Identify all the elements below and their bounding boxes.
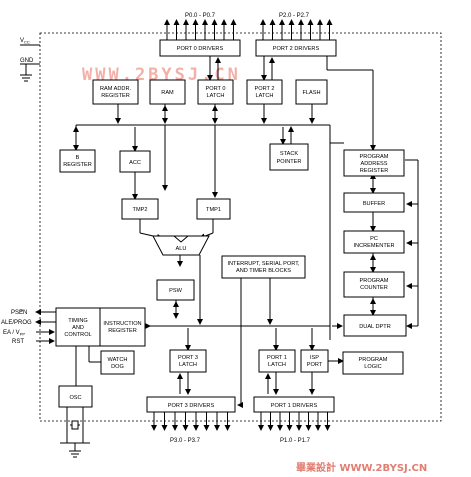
svg-text:ALU: ALU <box>176 246 187 252</box>
footer-watermark: 畢業設計 WWW.2BYSJ.CN <box>296 461 427 474</box>
svg-text:PORT 2: PORT 2 <box>254 86 274 92</box>
port1-latch: PORT 1 LATCH <box>258 349 296 373</box>
pc-incrementer: PC INCREMENTER <box>343 230 405 254</box>
ram-addr-register: RAM ADDR. REGISTER <box>92 79 139 105</box>
svg-text:PORT 0 DRIVERS: PORT 0 DRIVERS <box>177 46 224 52</box>
stack-pointer: STACK POINTER <box>269 143 309 171</box>
svg-text:AND: AND <box>72 325 84 331</box>
alu: ALU <box>152 235 210 256</box>
svg-text:PORT 0: PORT 0 <box>205 86 225 92</box>
svg-text:PROGRAM: PROGRAM <box>360 154 389 160</box>
b-register: B REGISTER <box>59 149 96 173</box>
svg-text:ADDRESS: ADDRESS <box>360 161 387 167</box>
tmp2: TMP2 <box>121 198 159 220</box>
ale-prog-pin-label: ALE/PROG <box>1 320 32 326</box>
flash: FLASH <box>295 79 328 105</box>
gnd-pin-label: GND <box>20 58 34 64</box>
dual-dptr: DUAL DPTR <box>343 314 407 337</box>
wiring <box>20 19 419 458</box>
svg-text:COUNTER: COUNTER <box>360 285 388 291</box>
tmp1: TMP1 <box>196 198 231 220</box>
svg-text:PORT 1 DRIVERS: PORT 1 DRIVERS <box>271 403 318 409</box>
p0-bus-label: P0.0 - P0.7 <box>185 13 216 19</box>
svg-text:PORT 3 DRIVERS: PORT 3 DRIVERS <box>168 403 215 409</box>
svg-text:ISP: ISP <box>310 355 319 361</box>
psw: PSW <box>156 279 195 301</box>
buffer: BUFFER <box>343 192 405 213</box>
isp-port: ISP PORT <box>300 349 329 373</box>
instruction-register: INSTRUCTION REGISTER <box>99 307 146 347</box>
svg-text:TIMING: TIMING <box>68 318 88 324</box>
svg-text:PORT 2 DRIVERS: PORT 2 DRIVERS <box>273 46 320 52</box>
interrupt-serial-timer-blocks: INTERRUPT, SERIAL PORT, AND TIMER BLOCKS <box>221 255 306 279</box>
ea-vpp-pin-label: EA / VPP <box>3 330 25 337</box>
program-counter: PROGRAM COUNTER <box>343 271 405 298</box>
svg-text:REGISTER: REGISTER <box>63 162 92 168</box>
acc: ACC <box>119 150 151 173</box>
svg-text:FLASH: FLASH <box>302 90 320 96</box>
ram: RAM <box>149 79 186 105</box>
svg-text:WATCH: WATCH <box>108 357 128 363</box>
svg-text:OSC: OSC <box>69 395 81 401</box>
svg-text:PORT 1: PORT 1 <box>267 355 287 361</box>
svg-text:DOG: DOG <box>111 364 124 370</box>
svg-text:PROGRAM: PROGRAM <box>360 278 389 284</box>
svg-text:RAM ADDR.: RAM ADDR. <box>100 86 132 92</box>
svg-text:RAM: RAM <box>161 90 174 96</box>
svg-text:INTERRUPT, SERIAL PORT,: INTERRUPT, SERIAL PORT, <box>227 261 300 267</box>
svg-text:B: B <box>76 155 80 161</box>
program-address-register: PROGRAM ADDRESS REGISTER <box>343 149 405 177</box>
svg-text:INCREMENTER: INCREMENTER <box>353 243 394 249</box>
port3-latch: PORT 3 LATCH <box>169 349 207 373</box>
svg-text:LATCH: LATCH <box>179 362 197 368</box>
svg-text:REGISTER: REGISTER <box>108 328 137 334</box>
vcc-pin-label: VCC <box>20 38 30 45</box>
svg-text:LOGIC: LOGIC <box>364 364 381 370</box>
svg-text:PORT: PORT <box>307 362 323 368</box>
port2-latch: PORT 2 LATCH <box>246 79 283 105</box>
svg-text:TMP1: TMP1 <box>206 207 221 213</box>
port3-drivers: PORT 3 DRIVERS <box>146 396 236 413</box>
svg-text:INSTRUCTION: INSTRUCTION <box>103 321 141 327</box>
p2-bus-label: P2.0 - P2.7 <box>279 13 310 19</box>
port0-drivers: PORT 0 DRIVERS <box>159 39 241 57</box>
svg-text:TMP2: TMP2 <box>133 207 148 213</box>
svg-text:AND TIMER BLOCKS: AND TIMER BLOCKS <box>236 268 291 274</box>
osc: OSC <box>58 385 93 408</box>
timing-and-control: TIMING AND CONTROL <box>55 307 101 347</box>
watch-dog: WATCH DOG <box>100 350 135 375</box>
psen-pin-label: PSEN <box>11 310 27 316</box>
chip-outline <box>39 32 442 422</box>
svg-text:REGISTER: REGISTER <box>101 93 130 99</box>
svg-text:REGISTER: REGISTER <box>360 168 389 174</box>
svg-text:BUFFER: BUFFER <box>363 201 385 207</box>
svg-text:PSW: PSW <box>169 288 182 294</box>
svg-text:PC: PC <box>370 236 378 242</box>
svg-text:LATCH: LATCH <box>268 362 286 368</box>
svg-text:PORT 3: PORT 3 <box>178 355 198 361</box>
port0-latch: PORT 0 LATCH <box>197 79 234 105</box>
port2-drivers: PORT 2 DRIVERS <box>255 39 337 57</box>
rst-pin-label: RST <box>12 339 24 345</box>
svg-text:LATCH: LATCH <box>256 93 274 99</box>
program-logic: PROGRAM LOGIC <box>342 351 404 375</box>
svg-text:PROGRAM: PROGRAM <box>359 357 388 363</box>
svg-text:CONTROL: CONTROL <box>64 332 91 338</box>
svg-text:STACK: STACK <box>280 151 299 157</box>
svg-text:DUAL DPTR: DUAL DPTR <box>359 324 391 330</box>
p1-bus-label: P1.0 - P1.7 <box>280 438 311 444</box>
svg-text:POINTER: POINTER <box>277 159 302 165</box>
p3-bus-label: P3.0 - P3.7 <box>170 438 201 444</box>
svg-text:ACC: ACC <box>129 160 141 166</box>
svg-text:LATCH: LATCH <box>207 93 225 99</box>
port1-drivers: PORT 1 DRIVERS <box>253 396 335 413</box>
